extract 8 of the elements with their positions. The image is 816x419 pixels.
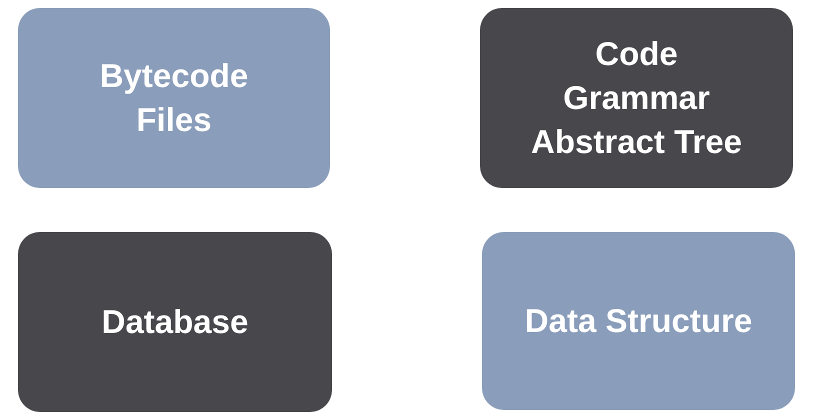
rounded-box (482, 232, 795, 410)
box-label: Bytecode Files (98, 56, 250, 140)
rounded-box (18, 8, 330, 188)
rounded-box (18, 232, 332, 412)
box-label: Database (102, 302, 248, 342)
box-label: Data Structure (524, 301, 752, 341)
box-label: Code Grammar Abstract Tree (530, 34, 743, 162)
rounded-box (480, 8, 793, 188)
